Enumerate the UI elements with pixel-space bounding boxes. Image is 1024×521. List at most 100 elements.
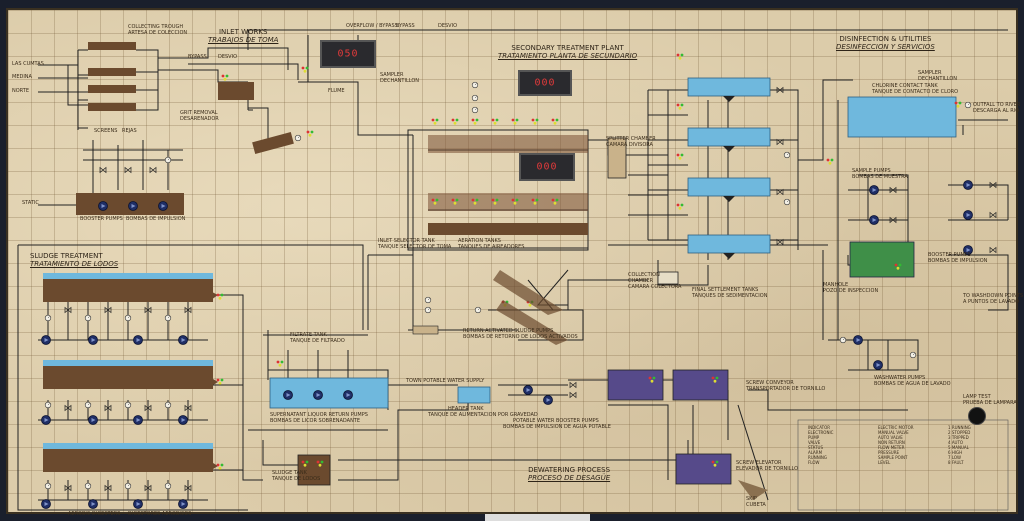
label-inlet-3: NORTE <box>12 88 29 94</box>
legend-item: 6 HIGH <box>948 450 963 455</box>
section-title-es: TRATAMIENTO DE LODOS <box>30 260 119 268</box>
flow-meter-display-1: 050 <box>320 40 376 68</box>
section-title-en: DISINFECTION & UTILITIES <box>839 35 932 43</box>
legend-item: FLOW <box>808 460 820 465</box>
label-outfall: OUTFALL TO RIVER <box>973 102 1021 108</box>
legend-item: 8 FAULT <box>948 460 964 465</box>
label-screens: SCREENS <box>94 128 118 134</box>
section-title-es: PROCESO DE DESAGÜE <box>528 474 611 482</box>
label-booster-pumps-2-es: BOMBAS DE IMPULSION <box>928 258 988 264</box>
label-desvio: DESVIO <box>438 23 458 29</box>
label-screw-conveyor: SCREW CONVEYOR <box>746 380 794 386</box>
label-booster-pumps: BOOSTER PUMPS <box>80 216 123 222</box>
legend-column-2: ELECTRIC MOTOR MANUAL VALVE AUTO VALVE N… <box>878 425 914 465</box>
legend-item: SAMPLE POINT <box>878 455 908 460</box>
label-splitter: SPLITTER CHAMBER <box>606 136 656 142</box>
flow-meter-display-3: 000 <box>519 153 575 181</box>
label-sample-pumps-es: BOMBAS DE MUESTRA <box>852 174 908 180</box>
label-chlorine: CHLORINE CONTACT TANK <box>872 83 938 89</box>
label-bypass: BYPASS <box>396 23 415 29</box>
label-grit-removal-es: DESARENADOR <box>180 116 219 122</box>
legend-item: 2 STOPPED <box>948 430 971 435</box>
meter-value: 050 <box>337 48 359 60</box>
legend-item: NON RETURN <box>878 440 905 445</box>
label-return-activated: RETURN ACTIVATED SLUDGE PUMPS <box>463 328 554 334</box>
label-skip-es: CUBETA <box>746 502 766 508</box>
label-chamber: CHAMBER <box>628 278 654 284</box>
section-sludge-treatment: SLUDGE TREATMENT TRATAMIENTO DE LODOS <box>30 252 118 268</box>
legend-item: INDICATOR <box>808 425 831 430</box>
section-title-en: INLET WORKS <box>218 28 268 36</box>
legend-item: 5 MANUAL <box>948 445 969 450</box>
label-flume: FLUME <box>328 88 345 94</box>
legend-item: MANUAL VALVE <box>878 430 909 435</box>
label-final-settling-es: TANQUES DE SEDIMENTACION <box>692 293 768 299</box>
label-aerobic: AEROBIC DIGESTERS <box>68 511 121 517</box>
label-grit-removal: GRIT REMOVAL <box>180 110 218 116</box>
label-washwater-es: BOMBAS DE AGUA DE LAVADO <box>874 381 951 387</box>
label-inlet-1: LAS CUMTAS <box>12 61 44 67</box>
label-potable-supply: TOWN POTABLE WATER SUPPLY <box>406 378 485 384</box>
legend-item: 1 RUNNING <box>948 425 971 430</box>
label-return-activated-es: BOMBAS DE RETORNO DE LODOS ACTIVADOS <box>463 334 578 340</box>
label-lamp-test: LAMP TEST <box>963 394 991 400</box>
label-desvio-2: DESVIO <box>218 54 238 60</box>
section-disinfection: DISINFECTION & UTILITIES DESINFECCION Y … <box>836 35 935 51</box>
legend-item: PUMP <box>808 435 820 440</box>
label-skip: SKIP <box>746 496 757 502</box>
label-collecting-trough-es: ARTESA DE COLECCION <box>128 30 188 36</box>
legend-item: STATUS <box>808 445 824 450</box>
label-sample-pumps: SAMPLE PUMPS <box>852 168 891 174</box>
label-screw-elevator-es: ELEVADOR DE TORNILLO <box>736 466 799 472</box>
process-diagram <box>17 29 1009 511</box>
flow-meter-display-2: 000 <box>518 70 572 96</box>
section-inlet-works: INLET WORKS TRABAJOS DE TOMA <box>208 28 278 44</box>
label-bypass-2: BYPASS <box>188 54 207 60</box>
section-title-en: DEWATERING PROCESS <box>528 466 611 474</box>
label-splitter-es: CAMARA DIVISORA <box>606 142 653 148</box>
legend-column-1: INDICATOR ELECTRONIC PUMP VALVE STATUS A… <box>808 425 833 465</box>
legend-item: 7 LOW <box>948 455 962 460</box>
label-collection-es: CAMARA COLECTORA <box>628 284 682 290</box>
label-static: STATIC <box>22 200 39 206</box>
section-secondary-treatment: SECONDARY TREATMENT PLANT TRATAMIENTO PL… <box>498 44 637 60</box>
label-manhole-es: POZO DE INSPECCION <box>823 288 879 294</box>
legend-item: ALARM <box>808 450 823 455</box>
section-title-en: SLUDGE TREATMENT <box>30 252 103 260</box>
label-header-tank-es: TANQUE DE ALIMENTACION POR GRAVEDAD <box>428 412 538 418</box>
label-header-tank: HEADER TANK <box>448 406 484 412</box>
legend-item: 4 AUTO <box>948 440 964 445</box>
label-sludge-tank-es: TANQUE DE LODOS <box>272 476 321 482</box>
section-title-es: TRATAMIENTO PLANTA DE SECUNDARIO <box>498 52 638 60</box>
section-dewatering: DEWATERING PROCESS PROCESO DE DESAGÜE <box>528 466 610 482</box>
label-filtrate-tank: FILTRATE TANK <box>290 332 327 338</box>
legend-item: RUNNING <box>808 455 827 460</box>
lamp-test-button[interactable] <box>968 407 986 425</box>
legend-item: ELECTRONIC <box>808 430 834 435</box>
label-lamp-test-es: PRUEBA DE LAMPARA <box>963 400 1017 406</box>
label-aeration: AERATION TANKS <box>458 238 501 244</box>
label-supernatant-es: BOMBAS DE LICOR SOBRENADANTE <box>270 418 361 424</box>
label-sampler-2: SAMPLER <box>918 70 942 76</box>
label-outfall-es: DESCARGA AL RIO <box>973 108 1020 114</box>
label-potable: POTABLE WATER BOOSTER PUMPS <box>513 418 599 424</box>
label-screw-elevator: SCREW ELEVATOR <box>736 460 782 466</box>
label-potable-es: BOMBAS DE IMPULSION DE AGUA POTABLE <box>503 424 611 430</box>
legend-item: FLOW METER <box>878 445 905 450</box>
label-manhole: MANHOLE <box>823 282 849 288</box>
label-inlet-selector: INLET SELECTOR TANK <box>378 238 435 244</box>
panel-bottom-tab <box>485 514 590 521</box>
label-chlorine-es: TANQUE DE CONTACTO DE CLORO <box>872 89 959 95</box>
legend-column-3: 1 RUNNING 2 STOPPED 3 TRIPPED 4 AUTO 5 M… <box>948 425 971 465</box>
label-booster-pumps-2: BOOSTER PUMPS <box>928 252 971 258</box>
legend-item: AUTO VALVE <box>878 435 903 440</box>
section-title-en: SECONDARY TREATMENT PLANT <box>511 44 624 52</box>
legend-item: PRESSURE <box>878 450 900 455</box>
meter-value: 000 <box>534 77 556 89</box>
label-aeration-es: TANQUES DE AIREADORES <box>458 244 525 250</box>
label-filtrate-tank-es: TANQUE DE FILTRADO <box>290 338 345 344</box>
meter-value: 000 <box>536 161 558 173</box>
label-collecting-trough: COLLECTING TROUGH <box>128 24 184 30</box>
label-rejas: REJAS <box>122 128 137 134</box>
label-overflow: OVERFLOW / BYPASS <box>346 23 398 29</box>
